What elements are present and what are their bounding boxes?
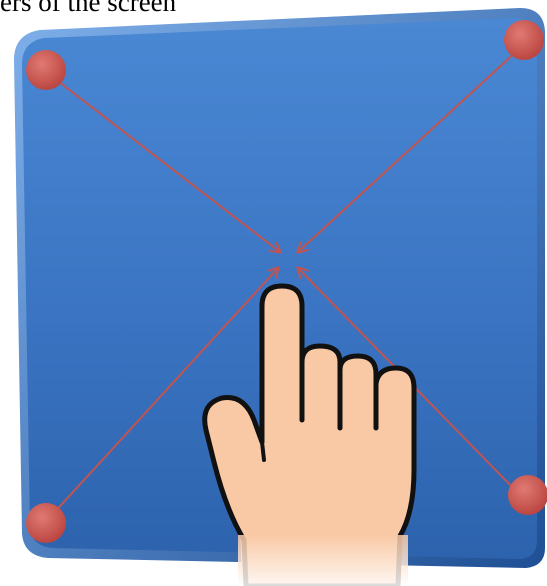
corner-dot-bottom-left	[26, 503, 66, 543]
corner-dot-top-right	[504, 20, 544, 60]
corner-dot-bottom-right	[508, 475, 547, 515]
corner-dot-top-left	[26, 50, 66, 90]
wrist-fade	[238, 535, 408, 586]
